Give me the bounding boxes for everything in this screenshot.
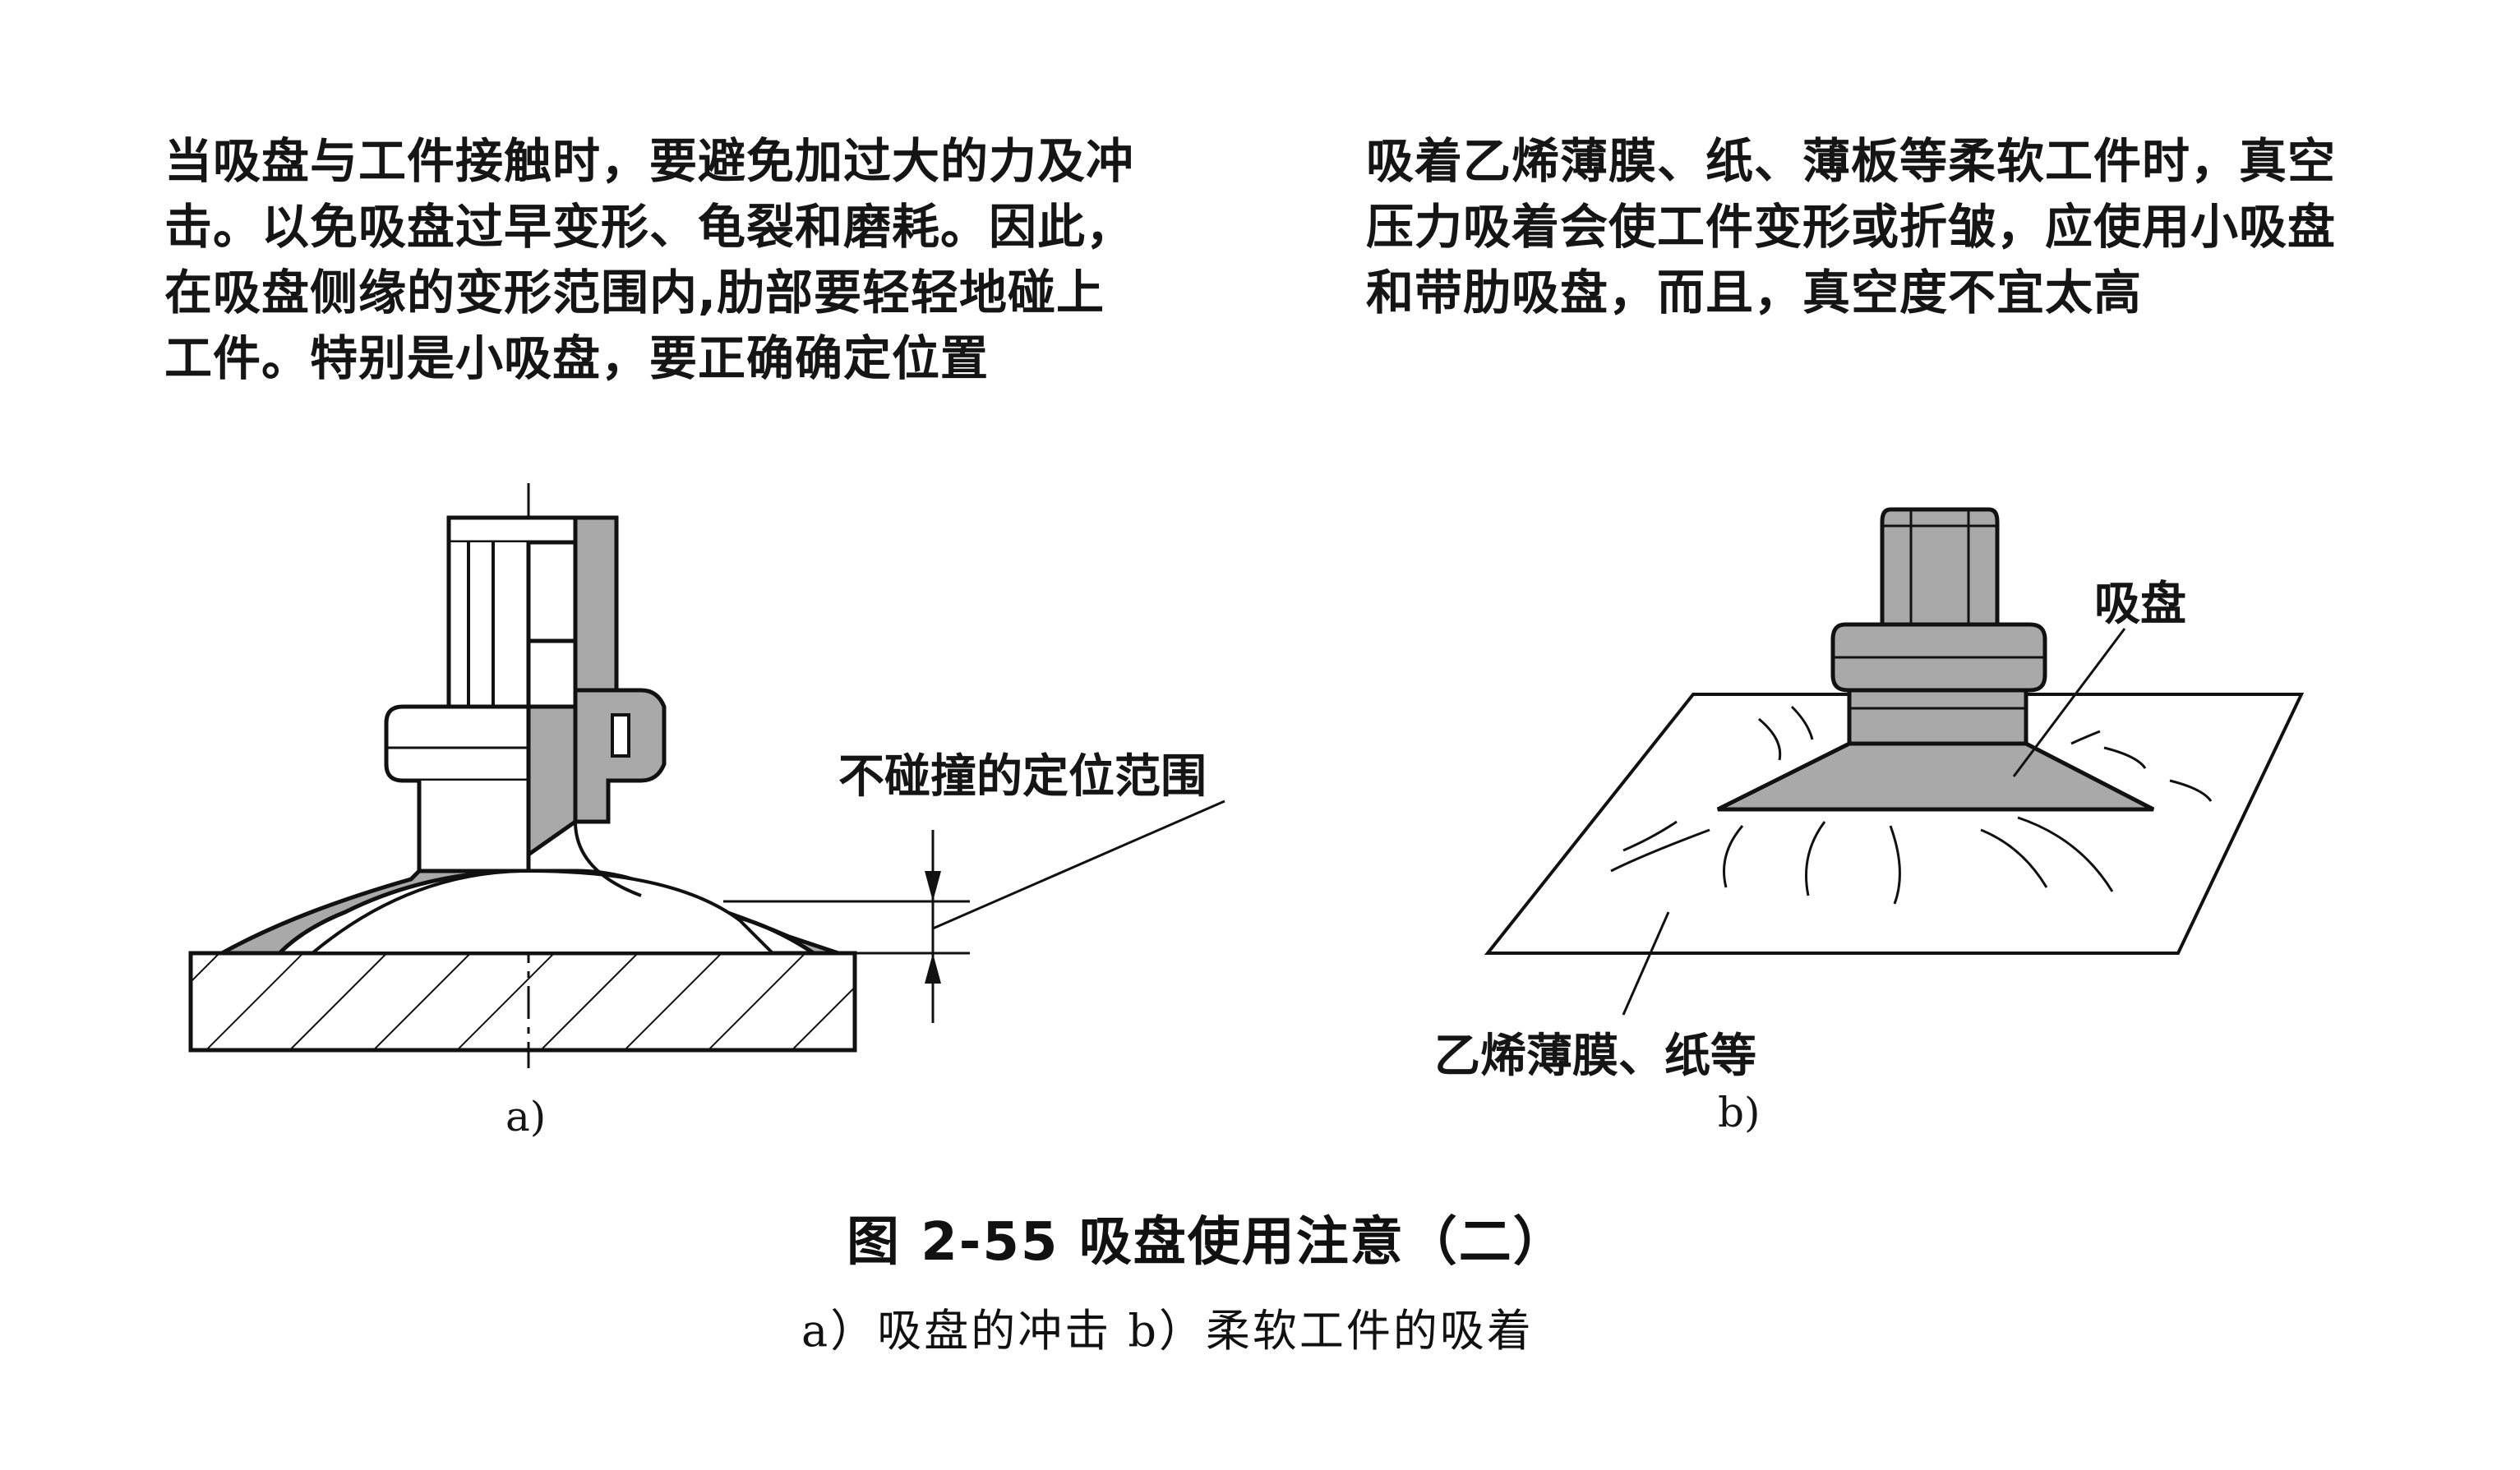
figure-b-cup-leader <box>2012 628 2126 777</box>
figure-b-wrinkles <box>1610 705 2213 905</box>
figure-a-stem-upper <box>446 515 586 545</box>
figure-a-dim-arrow-top <box>925 871 941 901</box>
figure-a-leader <box>932 800 1225 930</box>
figure-b-film-leader <box>1622 911 1670 1016</box>
figure-b-film-label: 乙烯薄膜、纸等 <box>1434 1030 1756 1083</box>
figure-a-sublabel: a) <box>505 1093 547 1141</box>
left-paragraph-line-1: 当吸盘与工件接触时，要避免加过大的力及冲 <box>164 133 1135 189</box>
figure-a-workpiece <box>188 951 857 1053</box>
figure-b-sublabel: b) <box>1718 1089 1761 1136</box>
figure-b-drawing <box>1484 507 2305 1016</box>
left-paragraph-line-3: 在吸盘侧缘的变形范围内,肋部要轻轻地碰上 <box>164 265 1105 320</box>
figure-caption-subtitle: a）吸盘的冲击 b）柔软工件的吸着 <box>801 1305 1534 1357</box>
figure-a-drawing <box>188 483 1225 1068</box>
figure-a-stem-section <box>526 540 578 643</box>
right-paragraph: 吸着乙烯薄膜、纸、薄板等柔软工件时，真空 压力吸着会使工件变形或折皱，应使用小吸… <box>1366 128 2336 325</box>
right-paragraph-line-3: 和带肋吸盘，而且，真空度不宜太高 <box>1366 265 2143 320</box>
figure-a-dim-arrow-bottom <box>925 953 941 984</box>
figure-a-annotation: 不碰撞的定位范围 <box>838 750 1207 804</box>
right-paragraph-line-1: 吸着乙烯薄膜、纸、薄板等柔软工件时，真空 <box>1366 133 2337 189</box>
figure-a-cup-bell <box>214 869 839 956</box>
right-paragraph-line-2: 压力吸着会使工件变形或折皱，应使用小吸盘 <box>1366 199 2337 255</box>
left-paragraph-line-2: 击。以免吸盘过早变形、龟裂和磨耗。因此， <box>164 199 1135 255</box>
figure-b-sheet <box>1484 693 2305 955</box>
figure-caption-title: 图 2-55 吸盘使用注意（二） <box>847 1212 1567 1273</box>
left-paragraph-line-4: 工件。特别是小吸盘，要正确确定位置 <box>164 330 990 386</box>
figure-b-cup-body <box>1847 684 2028 746</box>
figure-b-cup-label: 吸盘 <box>2094 578 2186 631</box>
left-paragraph: 当吸盘与工件接触时，要避免加过大的力及冲 击。以免吸盘过早变形、龟裂和磨耗。因此… <box>164 128 1134 391</box>
figure-a-collar <box>384 704 531 783</box>
